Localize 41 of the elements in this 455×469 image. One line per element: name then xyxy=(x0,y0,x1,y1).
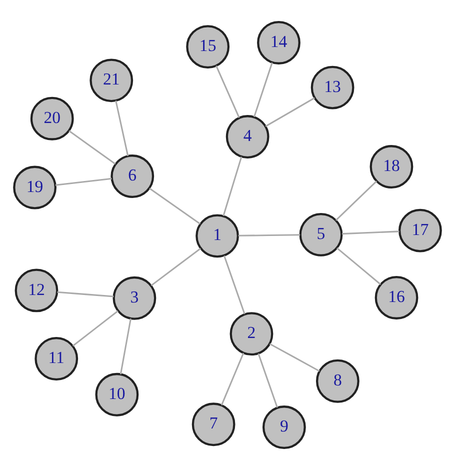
node-circle: 17 xyxy=(398,208,442,252)
node-circle: 1 xyxy=(196,214,239,258)
connector xyxy=(68,130,116,164)
connector xyxy=(265,96,315,126)
node-circle: 21 xyxy=(90,58,134,102)
connector xyxy=(222,156,242,216)
node-circle: 15 xyxy=(186,24,230,68)
connector xyxy=(238,234,300,236)
connector xyxy=(150,247,201,286)
connector xyxy=(342,230,400,234)
node-circle: 12 xyxy=(14,268,58,312)
connector xyxy=(149,187,201,224)
connector xyxy=(224,254,246,314)
node-circle: 7 xyxy=(192,402,236,446)
connector xyxy=(115,100,129,156)
node-circle: 20 xyxy=(30,96,74,140)
connector xyxy=(55,177,112,186)
connector xyxy=(120,318,132,374)
node-circle: 11 xyxy=(34,336,78,380)
connector xyxy=(335,180,378,220)
connector xyxy=(253,62,273,117)
node-circle: 14 xyxy=(257,20,300,64)
connector xyxy=(258,352,278,408)
connector xyxy=(269,342,320,372)
connector xyxy=(72,310,118,346)
node-circle: 6 xyxy=(110,154,154,198)
node-circle: 18 xyxy=(370,144,414,188)
connector xyxy=(220,352,244,406)
node-circle: 3 xyxy=(112,276,156,320)
node-circle: 13 xyxy=(310,65,354,109)
node-circle: 19 xyxy=(13,165,56,209)
connector xyxy=(57,290,114,297)
node-circle: 16 xyxy=(374,276,418,319)
node-circle: 8 xyxy=(316,358,360,402)
node-circle: 2 xyxy=(230,312,274,356)
node-circle: 10 xyxy=(95,372,139,416)
node-circle: 5 xyxy=(299,212,343,256)
connector xyxy=(216,65,240,118)
node-circle: 9 xyxy=(262,405,306,448)
connector xyxy=(336,246,382,284)
node-circle: 4 xyxy=(226,114,270,158)
